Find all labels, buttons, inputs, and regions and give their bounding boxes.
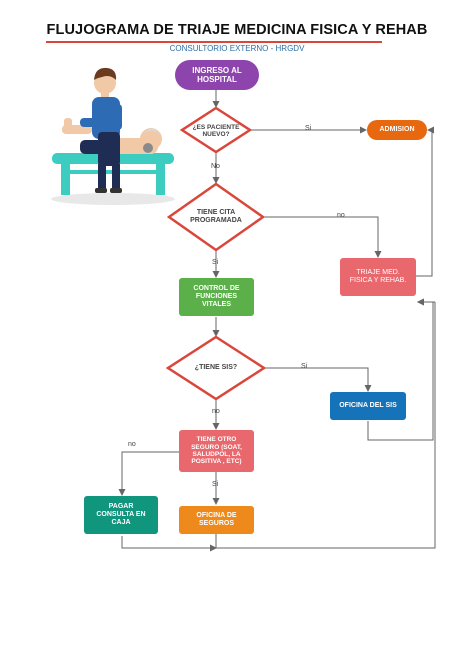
decision-cita-programada[interactable]: TIENE CITA PROGRAMADA [190,208,242,224]
admision-node[interactable]: ADMISION [367,120,427,140]
start-node-ingreso[interactable]: INGRESO AL HOSPITAL [175,60,259,90]
connector-sis-oficina [264,367,372,392]
control-funciones-node[interactable]: CONTROL DE FUNCIONES VITALES [179,278,254,316]
connector-pagar-merge [121,536,217,552]
decision-shape-cita [166,182,266,252]
edge-label-seguro-no: no [128,441,136,448]
otro-seguro-node[interactable]: TIENE OTRO SEGURO (SOAT, SALUDPOL, LA PO… [179,430,254,472]
page-subtitle: CONSULTORIO EXTERNO - HRGDV [169,44,305,53]
edge-label-nuevo-no: No [211,163,220,170]
connector-cita-triaje [263,216,382,258]
connector-merge-triaje [215,302,436,549]
triaje-node[interactable]: TRIAJE MED. FISICA Y REHAB. [340,258,416,296]
decision-shape-sis [165,335,267,401]
pagar-caja-node[interactable]: PAGAR CONSULTA EN CAJA [84,496,158,534]
physiotherapy-illustration [51,67,175,205]
oficina-seguros-node[interactable]: OFICINA DE SEGUROS [179,506,254,534]
edge-label-sis-si: Si [301,363,308,370]
connector-triaje-admision [416,126,434,277]
edge-label-sis-no: no [212,408,220,415]
decision-shapes [165,106,267,401]
decision-tiene-sis[interactable]: ¿TIENE SIS? [194,363,238,371]
connectors [118,90,436,552]
edge-label-nuevo-si: Si [305,125,312,132]
edge-label-seguro-si: Si [212,481,219,488]
decision-shape-paciente-nuevo [179,106,253,154]
page-title: FLUJOGRAMA DE TRIAJE MEDICINA FISICA Y R… [46,22,428,38]
decision-paciente-nuevo[interactable]: ¿ES PACIENTE NUEVO? [192,123,240,138]
edge-label-cita-si: Si [212,259,219,266]
title-underline [46,41,382,43]
oficina-sis-node[interactable]: OFICINA DEL SIS [330,392,406,420]
edge-label-cita-no: no [337,212,345,219]
connector-seguro-pagar [118,451,179,496]
